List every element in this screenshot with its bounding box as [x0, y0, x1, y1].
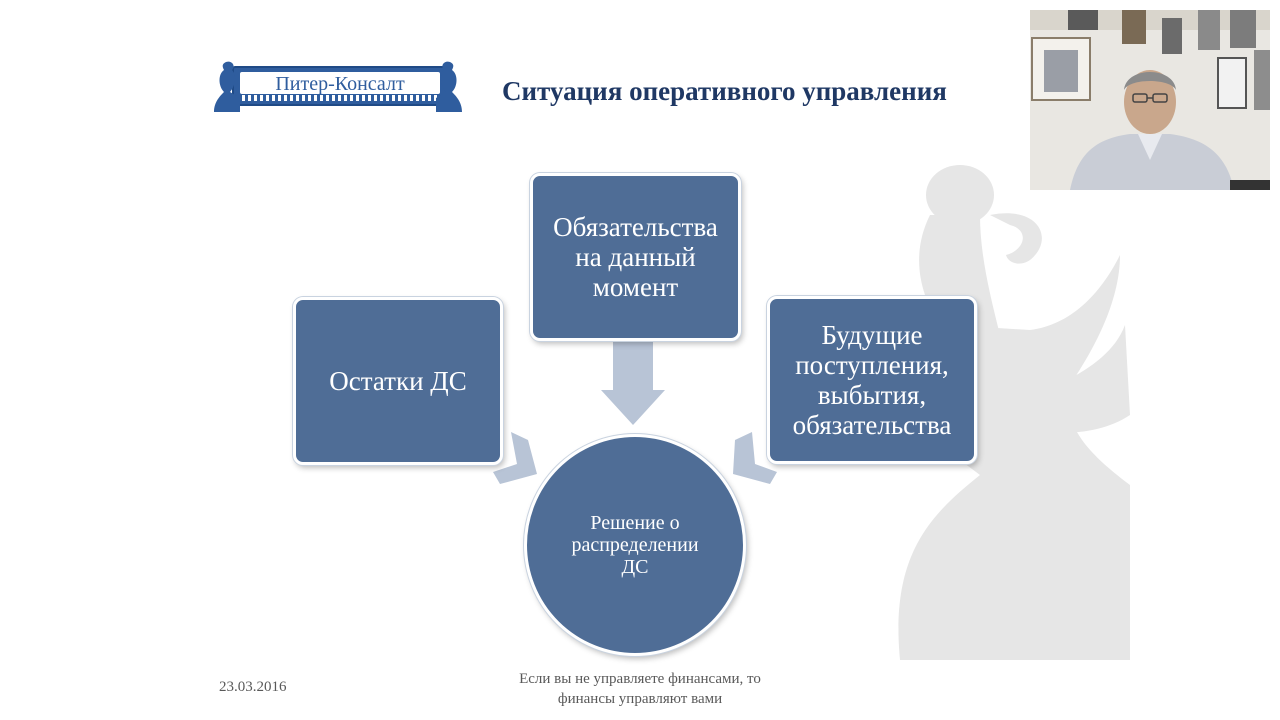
obligations-box-label: Обязательства на данный момент: [553, 212, 718, 302]
slide-footer-quote: Если вы не управляете финансами, то фина…: [470, 669, 810, 709]
balance-box: Остатки ДС: [293, 297, 503, 465]
presenter-video-frame: [1030, 10, 1270, 190]
future-flows-box-label: Будущие поступления, выбытия, обязательс…: [792, 320, 952, 440]
footer-quote-line-1: Если вы не управляете финансами, то: [519, 671, 761, 687]
logo-text: Питер-Консалт: [275, 73, 405, 95]
future-flows-box: Будущие поступления, выбытия, обязательс…: [767, 296, 977, 464]
slide-date: 23.03.2016: [219, 679, 287, 695]
decision-circle-label: Решение о распределении ДС: [571, 512, 699, 578]
company-logo: Питер-Консалт: [212, 58, 464, 112]
obligations-box: Обязательства на данный момент: [530, 173, 741, 341]
griffin-logo-icon: [214, 61, 240, 112]
logo-banner: Питер-Консалт: [232, 66, 448, 106]
logo-ornament: [242, 95, 438, 101]
arrow-down-icon: [601, 340, 665, 425]
webcam-video: [1030, 10, 1270, 190]
decision-circle: Решение о распределении ДС: [524, 434, 746, 656]
footer-quote-line-2: финансы управляют вами: [557, 691, 723, 707]
balance-box-label: Остатки ДС: [329, 366, 467, 396]
griffin-logo-icon: [436, 61, 462, 112]
slide-title: Ситуация оперативного управления: [502, 76, 947, 106]
